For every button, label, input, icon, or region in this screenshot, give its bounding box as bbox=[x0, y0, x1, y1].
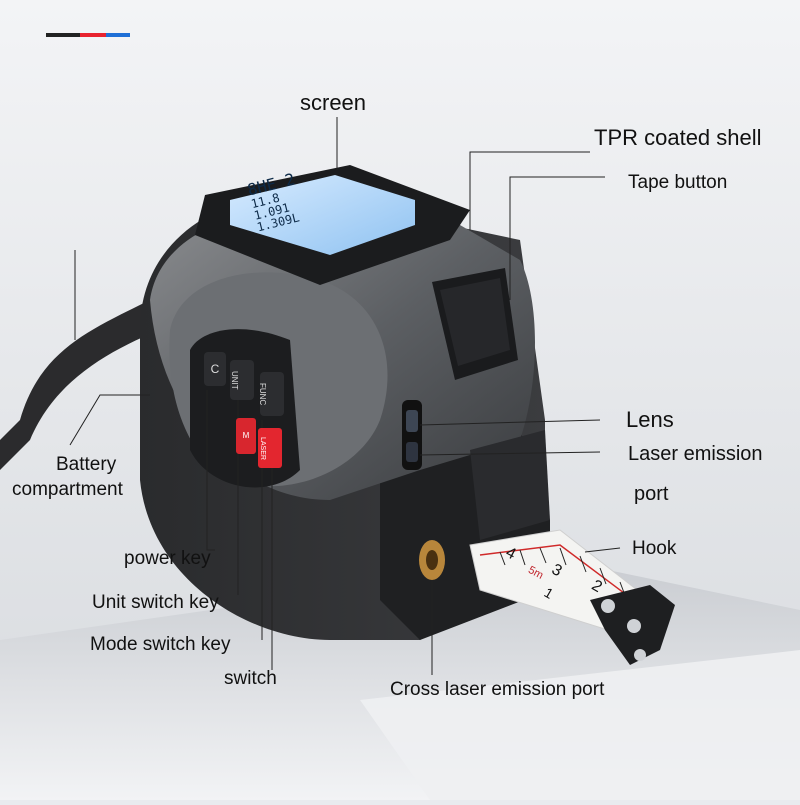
label-battery-1: Battery bbox=[56, 454, 117, 475]
hook-rivet-3 bbox=[634, 649, 646, 661]
label-tape-button: Tape button bbox=[628, 172, 728, 193]
hook-rivet-2 bbox=[627, 619, 641, 633]
label-laser-emission: Laser emission bbox=[628, 443, 763, 465]
callout-lines bbox=[69, 117, 621, 675]
func-key: FUNC bbox=[258, 372, 284, 416]
mode-switch-label: M bbox=[242, 431, 250, 440]
tape-ticks bbox=[499, 547, 627, 599]
lens bbox=[406, 410, 418, 432]
hook-rivet-1 bbox=[601, 599, 615, 613]
unit-key: UNIT bbox=[230, 360, 254, 400]
label-mode-switch-key: Mode switch key bbox=[90, 634, 231, 655]
label-hook: Hook bbox=[632, 538, 677, 559]
label-power-key: power key bbox=[124, 548, 211, 569]
tape-button-face bbox=[440, 278, 510, 366]
desk-edge bbox=[360, 650, 800, 800]
laser-port bbox=[406, 442, 418, 462]
power-key-label: C bbox=[210, 362, 220, 376]
label-tpr-shell: TPR coated shell bbox=[594, 125, 762, 150]
unit-key-label: UNIT bbox=[230, 370, 239, 390]
wrist-strap bbox=[0, 300, 160, 470]
label-battery-2: compartment bbox=[12, 479, 123, 500]
label-switch: switch bbox=[224, 668, 277, 689]
laser-key: LASER bbox=[258, 428, 282, 468]
brand-bar-red bbox=[80, 33, 106, 37]
label-screen: screen bbox=[300, 90, 367, 115]
laser-key-label: LASER bbox=[259, 436, 266, 460]
label-cross-laser: Cross laser emission port bbox=[390, 679, 605, 700]
brand-bar-dark bbox=[46, 33, 80, 37]
label-laser-port: port bbox=[634, 483, 669, 505]
power-key: C bbox=[204, 352, 226, 386]
func-key-label: FUNC bbox=[258, 382, 267, 406]
mode-switch-key: M bbox=[236, 418, 256, 454]
lcd-screen bbox=[230, 175, 415, 255]
cross-laser-port bbox=[426, 550, 438, 570]
tape-red-line bbox=[479, 544, 641, 606]
brand-bar-blue bbox=[106, 33, 130, 37]
label-lens: Lens bbox=[626, 407, 674, 432]
label-unit-switch-key: Unit switch key bbox=[92, 592, 219, 613]
front-plate bbox=[470, 430, 550, 540]
